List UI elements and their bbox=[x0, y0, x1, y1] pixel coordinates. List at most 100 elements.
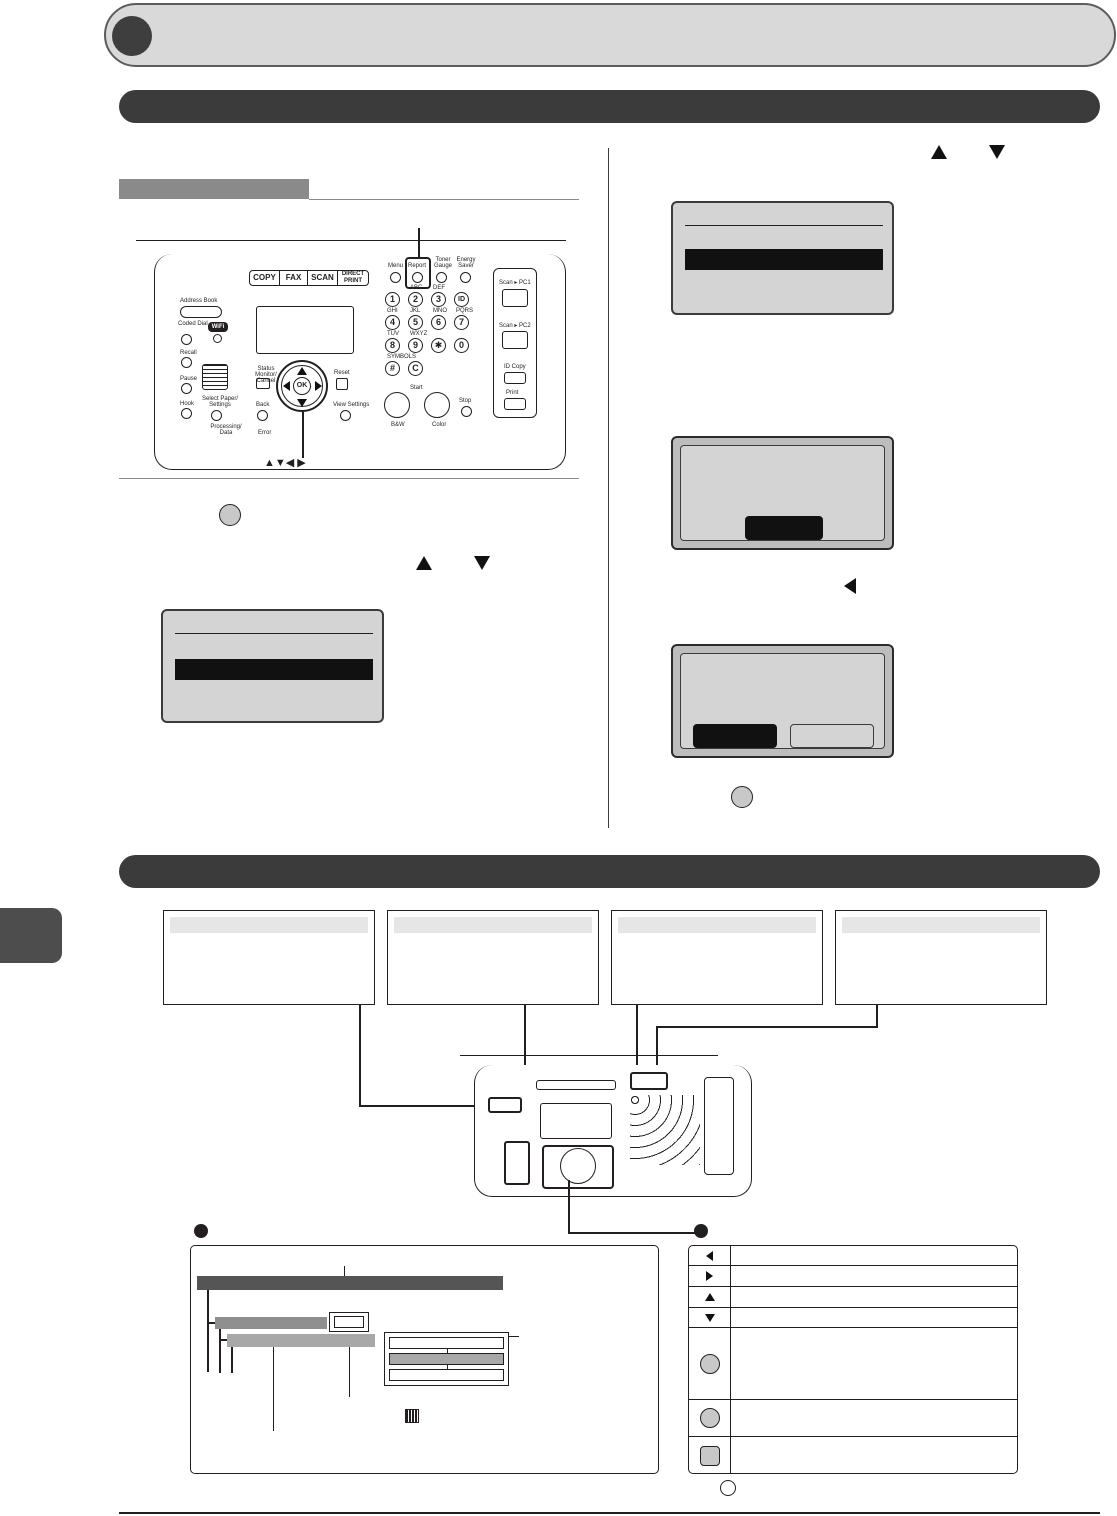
scan-pc2-button[interactable] bbox=[502, 331, 528, 349]
back-button[interactable] bbox=[257, 410, 268, 421]
start-bw-button[interactable] bbox=[384, 392, 410, 418]
legend-third-level-bar bbox=[227, 1334, 375, 1347]
section-header-bar-2 bbox=[119, 855, 1100, 888]
lcd-no-button[interactable] bbox=[790, 724, 874, 748]
left-key-cell bbox=[689, 1246, 731, 1265]
address-book-label: Address Book bbox=[180, 298, 218, 304]
connector-4-top bbox=[876, 1005, 878, 1028]
reset-button[interactable] bbox=[336, 378, 348, 390]
keypad-letters-6: MNO bbox=[433, 308, 447, 314]
small-navigation-highlight bbox=[542, 1145, 614, 1189]
keypad-key-9[interactable]: 9 bbox=[408, 338, 423, 353]
subheading-rule bbox=[309, 199, 579, 200]
right-arrow-icon bbox=[706, 1271, 713, 1281]
coded-dial-button[interactable] bbox=[181, 334, 192, 345]
connector-1-horizontal bbox=[359, 1105, 487, 1107]
status-monitor-label: Status Monitor/ Cancel bbox=[255, 366, 277, 384]
keypad-key-3[interactable]: ID bbox=[454, 292, 469, 307]
keypad-key-12[interactable]: # bbox=[385, 361, 400, 376]
column-divider bbox=[608, 148, 609, 828]
back-key-cell bbox=[689, 1400, 731, 1436]
panel-display bbox=[256, 306, 354, 354]
marker-dot-b bbox=[694, 1224, 708, 1238]
keypad-letters-2: DEF bbox=[433, 285, 445, 291]
ok-button[interactable]: OK bbox=[293, 377, 311, 395]
scan-pc1-button[interactable] bbox=[502, 289, 528, 307]
keypad-key-13[interactable]: C bbox=[408, 361, 423, 376]
keypad-letters-12: SYMBOLS bbox=[387, 354, 417, 360]
keypad-key-11[interactable]: 0 bbox=[454, 338, 469, 353]
legend-option-2 bbox=[389, 1353, 504, 1365]
callout-box-address-book bbox=[163, 910, 375, 1005]
lcd-confirm-screen bbox=[671, 436, 894, 550]
energy-saver-button[interactable] bbox=[460, 272, 471, 283]
left-arrow-button[interactable] bbox=[283, 381, 293, 391]
wifi-button[interactable] bbox=[213, 334, 222, 343]
select-paper-button[interactable] bbox=[211, 410, 222, 421]
lcd-confirm-button[interactable] bbox=[745, 516, 823, 540]
menu-label: Menu bbox=[388, 263, 404, 269]
view-settings-button[interactable] bbox=[340, 410, 351, 421]
keypad-key-7[interactable]: 7 bbox=[454, 315, 469, 330]
legend-setting-callout bbox=[349, 1347, 350, 1397]
address-book-button[interactable] bbox=[180, 306, 222, 318]
down-arrow-button[interactable] bbox=[297, 399, 307, 409]
id-copy-button[interactable] bbox=[504, 372, 526, 384]
report-button[interactable] bbox=[412, 272, 423, 283]
keypad-key-1[interactable]: 2 bbox=[408, 292, 423, 307]
scan-button[interactable]: SCAN bbox=[308, 271, 338, 285]
recall-button[interactable] bbox=[181, 357, 192, 368]
wifi-indicator: WiFi bbox=[208, 322, 228, 332]
keypad-key-4[interactable]: 4 bbox=[385, 315, 400, 330]
down-key-cell bbox=[689, 1308, 731, 1327]
right-arrow-button[interactable] bbox=[315, 381, 325, 391]
keypad-key-2[interactable]: 3 bbox=[431, 292, 446, 307]
keypad-letters-1: ABC bbox=[410, 285, 423, 291]
small-keypad bbox=[630, 1095, 700, 1165]
stop-button[interactable] bbox=[461, 406, 472, 417]
keypad-key-8[interactable]: 8 bbox=[385, 338, 400, 353]
keypad-key-10[interactable]: ✱ bbox=[431, 338, 446, 353]
legend-tree-line-3 bbox=[231, 1347, 233, 1373]
lcd-yes-button[interactable] bbox=[693, 724, 777, 748]
down-arrow-icon bbox=[704, 1313, 715, 1322]
color-label: Color bbox=[432, 422, 447, 428]
menu-structure-legend bbox=[190, 1245, 659, 1474]
small-panel-top-rule bbox=[460, 1055, 718, 1056]
toner-gauge-button[interactable] bbox=[436, 272, 447, 283]
fax-button[interactable]: FAX bbox=[280, 271, 308, 285]
keypad-key-0[interactable]: 1 bbox=[385, 292, 400, 307]
arrow-keys-label: ▲▼◀ ▶ bbox=[264, 457, 306, 469]
report-callout-line bbox=[418, 228, 420, 258]
up-arrow-button[interactable] bbox=[297, 367, 307, 377]
start-color-button[interactable] bbox=[424, 392, 450, 418]
legend-options-box bbox=[384, 1332, 509, 1386]
keypad-key-5[interactable]: 5 bbox=[408, 315, 423, 330]
status-monitor-button[interactable] bbox=[256, 378, 270, 389]
back-label: Back bbox=[256, 402, 270, 408]
up-triangle-icon-2 bbox=[931, 145, 947, 159]
ok-key-cell bbox=[689, 1328, 731, 1399]
pause-button[interactable] bbox=[181, 383, 192, 394]
connector-5-vertical bbox=[568, 1180, 570, 1234]
hook-button[interactable] bbox=[181, 408, 192, 419]
lcd-menu-screen bbox=[161, 609, 384, 723]
up-triangle-icon bbox=[416, 556, 432, 570]
connector-4-vertical bbox=[656, 1026, 658, 1072]
copy-button[interactable]: COPY bbox=[250, 271, 280, 285]
legend-option-connector-2 bbox=[447, 1365, 448, 1369]
legend-tree-line-1 bbox=[207, 1290, 209, 1372]
menu-button[interactable] bbox=[390, 272, 401, 283]
direct-print-button[interactable]: DIRECT PRINT bbox=[341, 271, 365, 284]
up-key-cell bbox=[689, 1287, 731, 1307]
arrows-callout-line bbox=[302, 412, 304, 458]
small-control-panel bbox=[460, 1055, 760, 1200]
mode-button-group: COPY FAX SCAN DIRECT PRINT bbox=[249, 270, 369, 286]
keypad-key-6[interactable]: 6 bbox=[431, 315, 446, 330]
scan-pc2-label: Scan ▸ PC2 bbox=[499, 323, 531, 329]
print-button[interactable] bbox=[504, 398, 526, 410]
legend-option-connector-1 bbox=[447, 1349, 448, 1353]
id-copy-label: ID Copy bbox=[504, 364, 526, 370]
back-key-icon bbox=[699, 1408, 720, 1428]
small-menu-report-highlight bbox=[630, 1072, 668, 1090]
